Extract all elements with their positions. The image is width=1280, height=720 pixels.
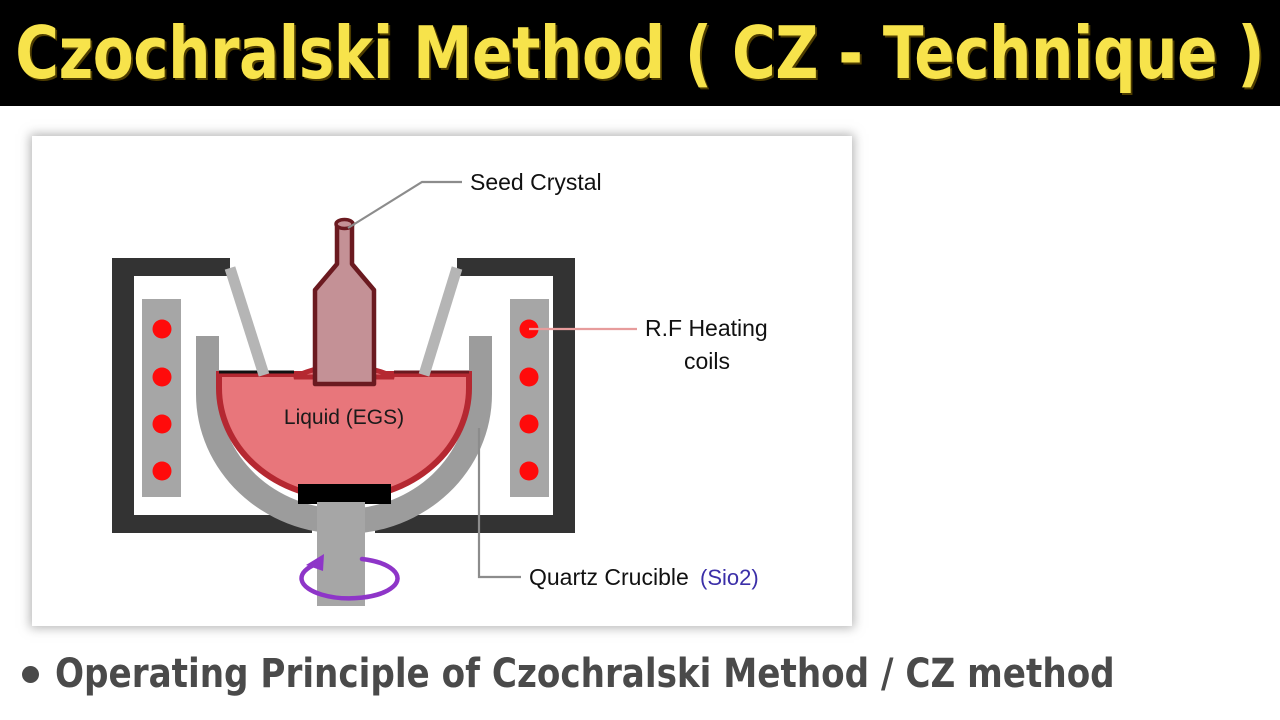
bullet-line: Operating Principle of Czochralski Metho… xyxy=(22,654,1170,694)
bullet-dot-icon xyxy=(22,665,39,683)
slide-body: Seed Crystal R.F Heating coils Quartz Cr… xyxy=(0,106,1280,720)
czochralski-diagram: Seed Crystal R.F Heating coils Quartz Cr… xyxy=(112,169,768,606)
rf-coil-dot xyxy=(152,461,172,481)
label-quartz-formula: (Sio2) xyxy=(700,565,759,590)
label-rf-heating-line2: coils xyxy=(684,348,730,374)
support-bar-right xyxy=(418,266,463,377)
crucible-pedestal-block xyxy=(298,484,391,504)
label-rf-heating-line1: R.F Heating xyxy=(645,315,768,341)
crucible-shaft xyxy=(317,502,365,606)
rf-coil-dot xyxy=(519,367,539,387)
label-liquid-egs: Liquid (EGS) xyxy=(284,406,404,429)
label-quartz-crucible: Quartz Crucible xyxy=(529,564,689,590)
rf-coil-dot xyxy=(152,414,172,434)
chamber-wall-right xyxy=(553,258,575,533)
rf-coil-dot xyxy=(519,414,539,434)
chamber-wall-left xyxy=(112,258,134,533)
seed-crystal-leader xyxy=(347,180,462,229)
crystal-boule xyxy=(312,221,377,387)
bullet-text: Operating Principle of Czochralski Metho… xyxy=(55,651,1115,697)
chamber-wall-top-left xyxy=(112,258,230,276)
rotation-arrow xyxy=(299,556,400,601)
quartz-crucible-leader xyxy=(477,428,521,579)
support-bar-left xyxy=(224,266,270,377)
rotation-arrowhead xyxy=(306,554,324,571)
page-title: Czochralski Method ( CZ - Technique ) xyxy=(15,11,1265,95)
title-bar: Czochralski Method ( CZ - Technique ) xyxy=(0,0,1280,106)
chamber-wall-bottom-right xyxy=(375,515,575,533)
chamber-wall-top-right xyxy=(457,258,575,276)
rf-coil-dot xyxy=(152,367,172,387)
label-seed-crystal: Seed Crystal xyxy=(470,169,602,195)
diagram-panel: Seed Crystal R.F Heating coils Quartz Cr… xyxy=(32,136,852,626)
rf-coil-dot xyxy=(519,461,539,481)
chamber-wall-bottom-left xyxy=(112,515,312,533)
rf-coil-dot xyxy=(152,319,172,339)
